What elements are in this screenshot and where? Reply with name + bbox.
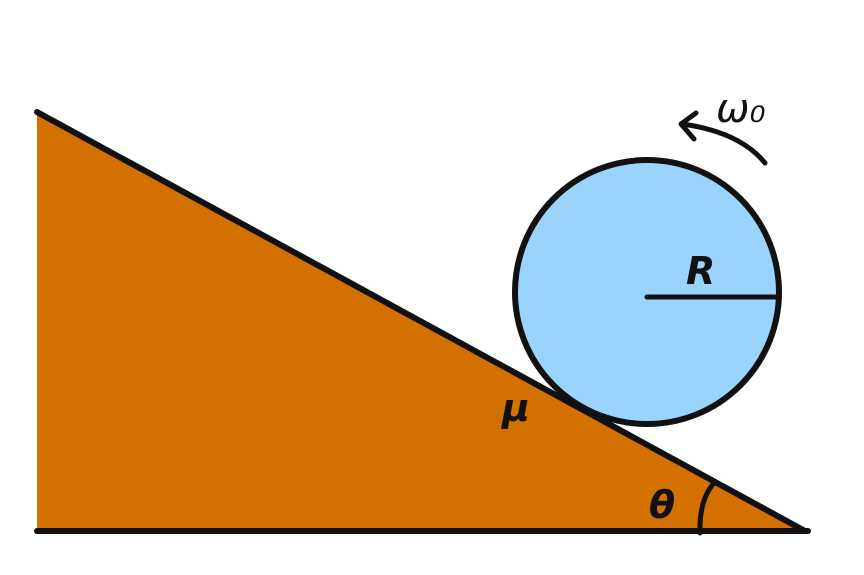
- ball: [512, 157, 782, 427]
- angle-arc: [697, 480, 717, 536]
- rotation-arrow-icon: [678, 110, 768, 166]
- friction-label: μ: [500, 386, 530, 430]
- incline-slope-line: [34, 109, 808, 534]
- radius-label: R: [686, 249, 715, 293]
- angular-velocity-label: ω₀: [716, 86, 766, 132]
- angle-label: θ: [649, 483, 675, 527]
